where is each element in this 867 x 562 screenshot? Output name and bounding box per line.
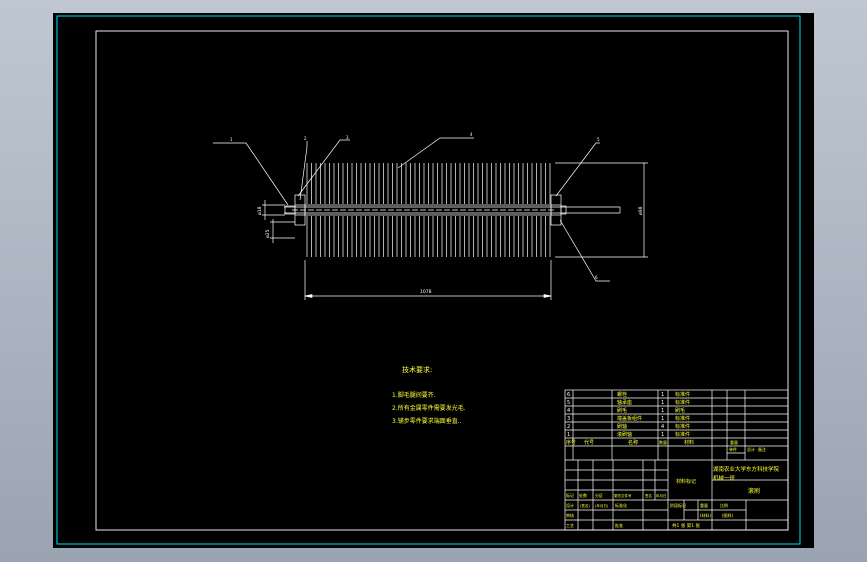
ct-design-date: (年月日) bbox=[595, 503, 609, 508]
note-2: 2.所有金属零件需要发光毛. bbox=[392, 404, 466, 412]
bom-cell-no: 1 bbox=[567, 432, 570, 438]
bom-cell-no: 5 bbox=[567, 400, 570, 406]
balloon-4: 4 bbox=[470, 132, 473, 137]
bom-cell-qty: 1 bbox=[661, 392, 664, 398]
bom-cell-name: 刷轴 bbox=[617, 423, 627, 430]
bom-cell-mat: 标准件 bbox=[675, 391, 690, 398]
dim-left-2-text: ø25 bbox=[265, 229, 271, 238]
leader-5 bbox=[555, 142, 600, 197]
note-1: 1.脚毛腿间要齐. bbox=[392, 391, 436, 399]
balloon-3: 3 bbox=[346, 135, 349, 140]
tb-sheet: 共1 张 第1 张 bbox=[672, 522, 701, 529]
leader-6 bbox=[559, 219, 610, 282]
dim-length-arrow-r bbox=[543, 294, 552, 298]
bom-cell-qty: 1 bbox=[661, 408, 664, 414]
bom-cell-name: 轴承座 bbox=[617, 399, 632, 406]
dim-height-text: ø98 bbox=[638, 206, 644, 215]
ct-mark: 标记 bbox=[566, 492, 574, 498]
bom-cell-mat: 标准件 bbox=[675, 423, 690, 430]
bom-cell-no: 6 bbox=[567, 392, 570, 398]
tb-scale-a: (材料) bbox=[700, 512, 712, 518]
bom-cell-mat: 标准件 bbox=[675, 399, 690, 406]
tb-drawing-name: 滚刷 bbox=[748, 487, 760, 495]
bom-h-no: 序号 bbox=[566, 439, 576, 446]
bom-cell-no: 2 bbox=[567, 424, 570, 430]
leader-1 bbox=[213, 142, 289, 206]
bom-h-weight: 重量 bbox=[730, 439, 738, 445]
bom-cell-name: 滚刷轴 bbox=[617, 431, 632, 438]
drawing-sheet bbox=[53, 13, 814, 548]
ct-approve: 批准 bbox=[615, 522, 623, 528]
ct-process: 工艺 bbox=[566, 523, 574, 528]
bristles bbox=[306, 163, 551, 257]
dim-left-1-text: ø18 bbox=[257, 206, 263, 215]
leader-2 bbox=[299, 141, 308, 201]
tb-weight: 重量 bbox=[700, 502, 708, 508]
bom-h-remark: 备注 bbox=[758, 446, 766, 452]
ct-doc: 更改文件号 bbox=[614, 493, 632, 498]
bom-cell-mat: 标准件 bbox=[675, 431, 690, 438]
leader-4 bbox=[397, 137, 474, 169]
outer-border bbox=[56, 15, 801, 545]
tb-class: 机械一班 bbox=[713, 474, 736, 482]
bom-h-unit: 单件 bbox=[729, 446, 737, 452]
bom-cell-no: 4 bbox=[567, 408, 570, 414]
bom-cell-mat: 标准件 bbox=[675, 415, 690, 422]
right-nut bbox=[560, 205, 567, 215]
bom-cell-qty: 1 bbox=[661, 416, 664, 422]
brush-assembly bbox=[213, 137, 648, 300]
tb-scale: 比例 bbox=[720, 502, 728, 508]
tb-material-mark: 材料标记 bbox=[676, 478, 696, 485]
ct-design-sign: (签名) bbox=[580, 503, 590, 508]
bom-h-name: 名称 bbox=[628, 439, 638, 446]
bom-cell-name: 端盖板组件 bbox=[617, 415, 642, 422]
bom-cell-qty: 4 bbox=[661, 424, 664, 430]
ct-count: 处数 bbox=[579, 492, 587, 498]
ct-date: 年月日 bbox=[656, 493, 667, 498]
dim-length-arrow-l bbox=[304, 294, 313, 298]
bom-cell-qty: 1 bbox=[661, 400, 664, 406]
bom-cell-qty: 1 bbox=[661, 432, 664, 438]
bom-h-mat: 材料 bbox=[684, 439, 694, 446]
balloon-5: 5 bbox=[597, 137, 600, 142]
dim-length-text: 1078 bbox=[420, 289, 432, 295]
leader-3 bbox=[297, 139, 350, 197]
ct-sign: 签名 bbox=[645, 493, 652, 498]
title-block-lines bbox=[564, 389, 789, 531]
tb-scale-b: (图样) bbox=[722, 512, 734, 518]
bom-h-total: 总计 bbox=[747, 446, 755, 452]
bom-cell-no: 3 bbox=[567, 416, 570, 422]
left-nut bbox=[284, 205, 296, 215]
ct-review: 审核 bbox=[566, 512, 574, 518]
notes-heading: 技术要求: bbox=[402, 365, 432, 374]
bom-h-qty: 数量 bbox=[659, 439, 667, 445]
balloon-1: 1 bbox=[230, 137, 233, 142]
tb-stage-mark: 阶段标记 bbox=[670, 502, 686, 508]
bom-cell-name: 刷毛 bbox=[617, 407, 627, 414]
ct-design: 设计 bbox=[566, 502, 574, 508]
inner-border bbox=[95, 30, 789, 531]
bom-cell-mat: 刷毛 bbox=[675, 407, 685, 414]
tb-company: 湖南农业大学东方科技学院 bbox=[713, 465, 780, 473]
balloon-2: 2 bbox=[304, 136, 307, 141]
bom-h-code: 代号 bbox=[584, 439, 594, 446]
ct-zone: 分区 bbox=[595, 492, 603, 498]
note-3: 3.铺步零件要求端面垂直.. bbox=[392, 417, 462, 425]
ct-standard: 标准化 bbox=[615, 502, 627, 508]
bom-cell-name: 螺栓 bbox=[617, 391, 627, 398]
balloon-6: 6 bbox=[595, 275, 598, 280]
